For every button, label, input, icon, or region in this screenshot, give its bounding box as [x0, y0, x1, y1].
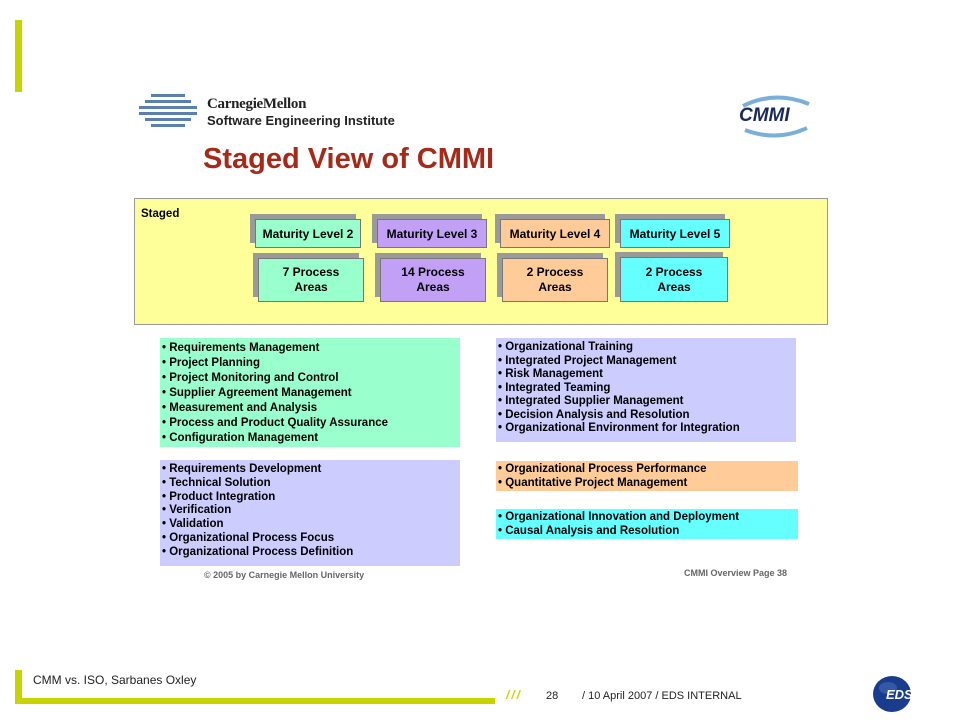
- level2-process-areas-list: Requirements Management Project Planning…: [160, 338, 460, 447]
- presentation-title: CMM vs. ISO, Sarbanes Oxley: [33, 673, 197, 687]
- maturity-level-4-areas: 2 Process Areas: [502, 258, 608, 302]
- cmmi-swoosh-icon: [742, 95, 810, 138]
- cmmi-logo-text: CMMI: [739, 105, 790, 126]
- maturity-level-2-areas: 7 Process Areas: [258, 258, 364, 302]
- maturity-level-3-box: Maturity Level 3: [377, 219, 487, 248]
- list-item: Organizational Process Definition: [162, 546, 460, 560]
- list-item: Quantitative Project Management: [498, 476, 798, 490]
- list-item: Risk Management: [498, 368, 796, 382]
- level3-process-areas-list-a: Requirements Development Technical Solut…: [160, 460, 460, 566]
- footer-accent-line: [15, 698, 495, 704]
- page-number: 28: [546, 690, 559, 702]
- list-item: Integrated Teaming: [498, 382, 796, 396]
- list-item: Project Planning: [162, 356, 460, 371]
- page-reference-text: CMMI Overview Page 38: [684, 568, 788, 578]
- list-item: Causal Analysis and Resolution: [498, 524, 798, 538]
- list-item: Validation: [162, 518, 460, 532]
- page-title: Staged View of CMMI: [203, 143, 495, 175]
- eds-logo: EDS: [872, 674, 916, 714]
- list-item: Requirements Management: [162, 341, 460, 356]
- level5-process-areas-list: Organizational Innovation and Deployment…: [496, 509, 798, 539]
- eds-logo-text: EDS: [886, 687, 913, 702]
- list-item: Product Integration: [162, 491, 460, 505]
- sei-stripes-icon: [139, 94, 197, 127]
- bottom-left-accent-bar: [15, 670, 22, 704]
- list-item: Configuration Management: [162, 431, 460, 446]
- footer-slashes: ///: [506, 688, 523, 702]
- list-item: Project Monitoring and Control: [162, 371, 460, 386]
- list-item: Process and Product Quality Assurance: [162, 416, 460, 431]
- staged-label: Staged: [141, 208, 180, 220]
- level3-process-areas-list-b: Organizational Training Integrated Proje…: [496, 338, 796, 442]
- list-item: Integrated Project Management: [498, 355, 796, 369]
- list-item: Organizational Process Performance: [498, 462, 798, 476]
- sei-logo: CarnegieMellon Software Engineering Inst…: [137, 92, 427, 132]
- list-item: Organizational Process Focus: [162, 532, 460, 546]
- maturity-level-3-areas: 14 Process Areas: [380, 258, 486, 302]
- list-item: Technical Solution: [162, 477, 460, 491]
- top-left-accent-bar: [15, 20, 22, 92]
- cmmi-logo: CMMI: [735, 92, 815, 140]
- list-item: Organizational Training: [498, 341, 796, 355]
- maturity-level-4-box: Maturity Level 4: [500, 219, 610, 248]
- footer-date-classification: / 10 April 2007 / EDS INTERNAL: [582, 690, 742, 702]
- sei-logo-line1: CarnegieMellon: [207, 96, 307, 112]
- maturity-level-5-box: Maturity Level 5: [620, 219, 730, 248]
- list-item: Integrated Supplier Management: [498, 395, 796, 409]
- list-item: Requirements Development: [162, 463, 460, 477]
- eds-globe-icon: [873, 676, 911, 712]
- list-item: Organizational Innovation and Deployment: [498, 510, 798, 524]
- maturity-level-5-areas: 2 Process Areas: [620, 257, 728, 302]
- list-item: Verification: [162, 504, 460, 518]
- maturity-level-2-box: Maturity Level 2: [255, 219, 361, 248]
- level4-process-areas-list: Organizational Process Performance Quant…: [496, 461, 798, 491]
- list-item: Measurement and Analysis: [162, 401, 460, 416]
- sei-logo-line2: Software Engineering Institute: [207, 113, 395, 128]
- copyright-text: © 2005 by Carnegie Mellon University: [204, 570, 365, 580]
- list-item: Organizational Environment for Integrati…: [498, 422, 796, 436]
- list-item: Decision Analysis and Resolution: [498, 409, 796, 423]
- list-item: Supplier Agreement Management: [162, 386, 460, 401]
